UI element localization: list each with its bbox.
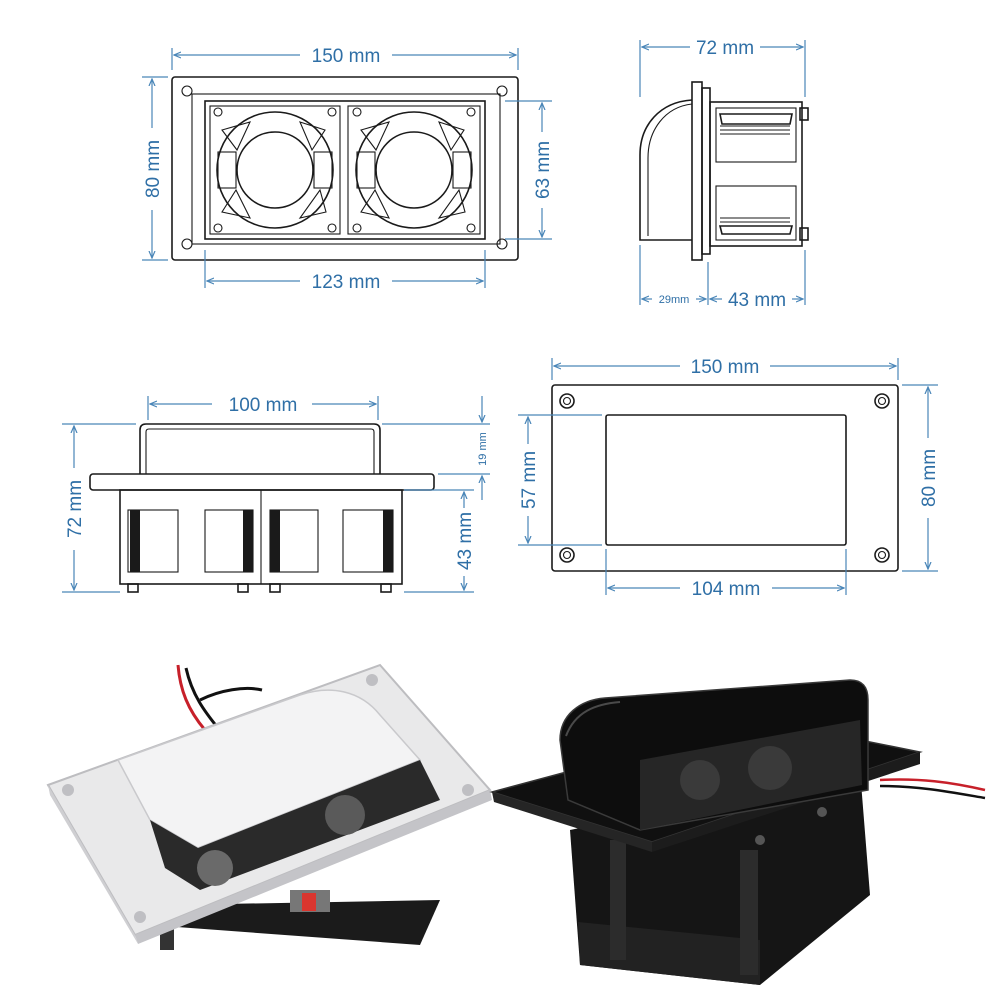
black-vent-photo <box>489 679 986 985</box>
front-width-label: 150 mm <box>312 46 381 67</box>
side-hood-dimension: 29mm <box>639 245 709 306</box>
side-hood-label: 29mm <box>659 294 690 306</box>
cutout-view: 150 mm 80 mm 57 mm 104 mm <box>518 357 940 600</box>
bottom-fan-height-label: 43 mm <box>455 512 476 570</box>
bottom-total-height-label: 72 mm <box>65 480 86 538</box>
cutout-height-dimension: 80 mm <box>902 384 940 572</box>
bottom-fan-height-dimension: 43 mm <box>404 489 476 593</box>
front-inner-height-label: 63 mm <box>533 141 554 199</box>
bottom-lip-label: 19 mm <box>477 432 489 466</box>
side-depth-dimension: 72 mm <box>639 38 806 97</box>
side-fan-label: 43 mm <box>728 290 786 311</box>
cutout-opening-height-label: 57 mm <box>519 451 540 509</box>
bottom-bracket-label: 100 mm <box>229 395 298 416</box>
bottom-bracket-dimension: 100 mm <box>147 395 379 420</box>
side-view-drawing <box>639 81 809 261</box>
cutout-view-drawing <box>551 384 899 572</box>
front-width-dimension: 150 mm <box>171 46 519 70</box>
cutout-width-label: 150 mm <box>691 357 760 378</box>
side-view: 72 mm 29mm 43 mm <box>639 38 809 311</box>
white-vent-photo <box>46 663 492 950</box>
front-view: 150 mm 80 mm 63 mm 123 mm <box>142 46 554 293</box>
cutout-opening-width-label: 104 mm <box>692 579 761 600</box>
cutout-width-dimension: 150 mm <box>551 357 899 380</box>
side-depth-label: 72 mm <box>696 38 754 59</box>
front-inner-width-dimension: 123 mm <box>204 250 486 293</box>
front-inner-width-label: 123 mm <box>312 272 381 293</box>
front-inner-height-dimension: 63 mm <box>505 100 554 240</box>
side-fan-dimension: 43 mm <box>710 250 806 311</box>
front-height-dimension: 80 mm <box>142 76 168 261</box>
cutout-height-label: 80 mm <box>919 449 940 507</box>
bottom-lip-dimension: 19 mm <box>382 396 490 500</box>
cutout-opening-width-dimension: 104 mm <box>605 549 847 600</box>
cutout-opening-height-dimension: 57 mm <box>518 414 602 546</box>
bottom-view: 100 mm 72 mm 19 mm 43 mm <box>62 395 490 593</box>
front-view-drawing <box>171 76 519 261</box>
front-height-label: 80 mm <box>143 140 164 198</box>
bottom-view-drawing <box>89 423 435 593</box>
bottom-total-height-dimension: 72 mm <box>62 423 136 593</box>
